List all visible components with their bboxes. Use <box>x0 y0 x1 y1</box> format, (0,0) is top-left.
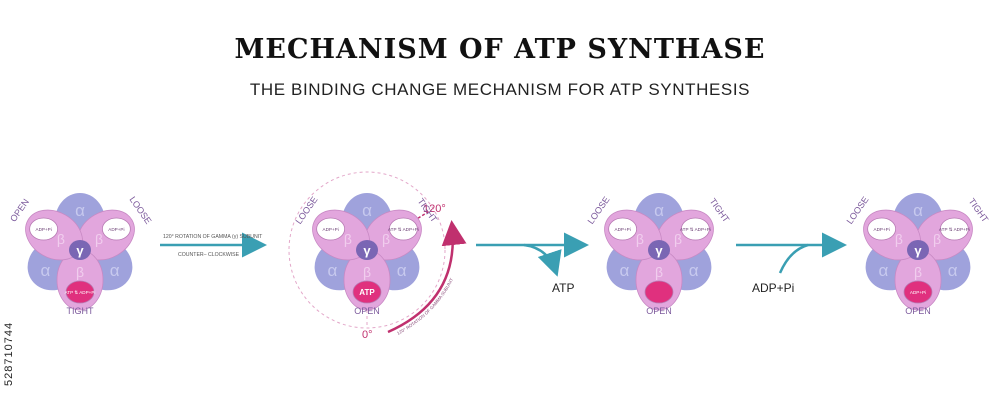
alpha-label: α <box>327 261 337 280</box>
substrate-binding-arrow <box>736 232 847 274</box>
alpha-label: α <box>110 261 120 280</box>
binding-site <box>903 280 933 304</box>
binding-site-label: ADP+Pi <box>108 227 124 232</box>
binding-site <box>644 280 674 304</box>
binding-site-label: ADP+Pi <box>36 227 52 232</box>
gamma-label: γ <box>655 243 663 258</box>
beta-label: β <box>363 264 371 280</box>
rotation-step-label: 120° ROTATION OF GAMMA (γ) SUBUNIT <box>163 234 263 240</box>
alpha-label: α <box>75 201 85 220</box>
binding-site-label: ATP ⇅ ADP+Pi <box>680 227 711 232</box>
binding-site <box>316 217 346 241</box>
beta-label: β <box>895 231 903 247</box>
binding-site-label: ADP+Pi <box>323 227 339 232</box>
beta-label: β <box>382 231 390 247</box>
binding-site <box>608 217 638 241</box>
page-title: MECHANISM OF ATP SYNTHASE <box>234 34 766 65</box>
state-label-top-left: OPEN <box>8 197 31 224</box>
beta-label: β <box>674 231 682 247</box>
gamma-subunit <box>907 240 929 260</box>
state-label-bottom: OPEN <box>905 306 931 316</box>
binding-site <box>29 217 59 241</box>
gamma-label: γ <box>363 243 371 258</box>
rotation-end-label: 120° <box>423 203 446 215</box>
beta-label: β <box>344 231 352 247</box>
state-label-bottom: OPEN <box>646 306 672 316</box>
rotation-start-label: 0° <box>362 329 373 341</box>
binding-site-label: ATP ⇅ ADP+Pi <box>939 227 970 232</box>
beta-label: β <box>95 231 103 247</box>
beta-label: β <box>76 264 84 280</box>
binding-site <box>867 217 897 241</box>
beta-label: β <box>655 264 663 280</box>
binding-site <box>352 280 382 304</box>
beta-label: β <box>636 231 644 247</box>
binding-site-label: ATP <box>359 288 375 297</box>
gamma-subunit <box>69 240 91 260</box>
rotation-direction-label: COUNTER– CLOCKWISE <box>178 252 240 258</box>
gamma-subunit <box>648 240 670 260</box>
binding-site <box>939 217 969 241</box>
gamma-label: γ <box>914 243 922 258</box>
binding-site <box>680 217 710 241</box>
alpha-label: α <box>878 261 888 280</box>
state-label-bottom: OPEN <box>354 306 380 316</box>
binding-site-label: ADP+Pi <box>615 227 631 232</box>
gamma-subunit <box>356 240 378 260</box>
substrate-binding-label: ADP+Pi <box>752 281 794 295</box>
beta-label: β <box>57 231 65 247</box>
alpha-label: α <box>654 201 664 220</box>
binding-site <box>388 217 418 241</box>
page-subtitle: THE BINDING CHANGE MECHANISM FOR ATP SYN… <box>249 80 751 99</box>
binding-site-label: ADP+Pi <box>874 227 890 232</box>
binding-site-label: ADP+Pi <box>910 290 926 295</box>
beta-label: β <box>933 231 941 247</box>
alpha-label: α <box>619 261 629 280</box>
binding-site-label: ATP ⇅ ADP+Pi <box>65 290 96 295</box>
alpha-label: α <box>362 201 372 220</box>
atp-release-label: ATP <box>552 281 574 295</box>
alpha-label: α <box>397 261 407 280</box>
alpha-label: α <box>40 261 50 280</box>
rotation-arrow <box>387 220 467 334</box>
binding-site-label: ATP ⇅ ADP+Pi <box>388 227 419 232</box>
binding-site <box>65 280 95 304</box>
gamma-label: γ <box>76 243 84 258</box>
binding-site <box>101 217 131 241</box>
alpha-label: α <box>689 261 699 280</box>
state-label-bottom: TIGHT <box>67 306 94 316</box>
atp-release-arrow <box>476 232 589 277</box>
alpha-label: α <box>913 201 923 220</box>
beta-label: β <box>914 264 922 280</box>
alpha-label: α <box>948 261 958 280</box>
